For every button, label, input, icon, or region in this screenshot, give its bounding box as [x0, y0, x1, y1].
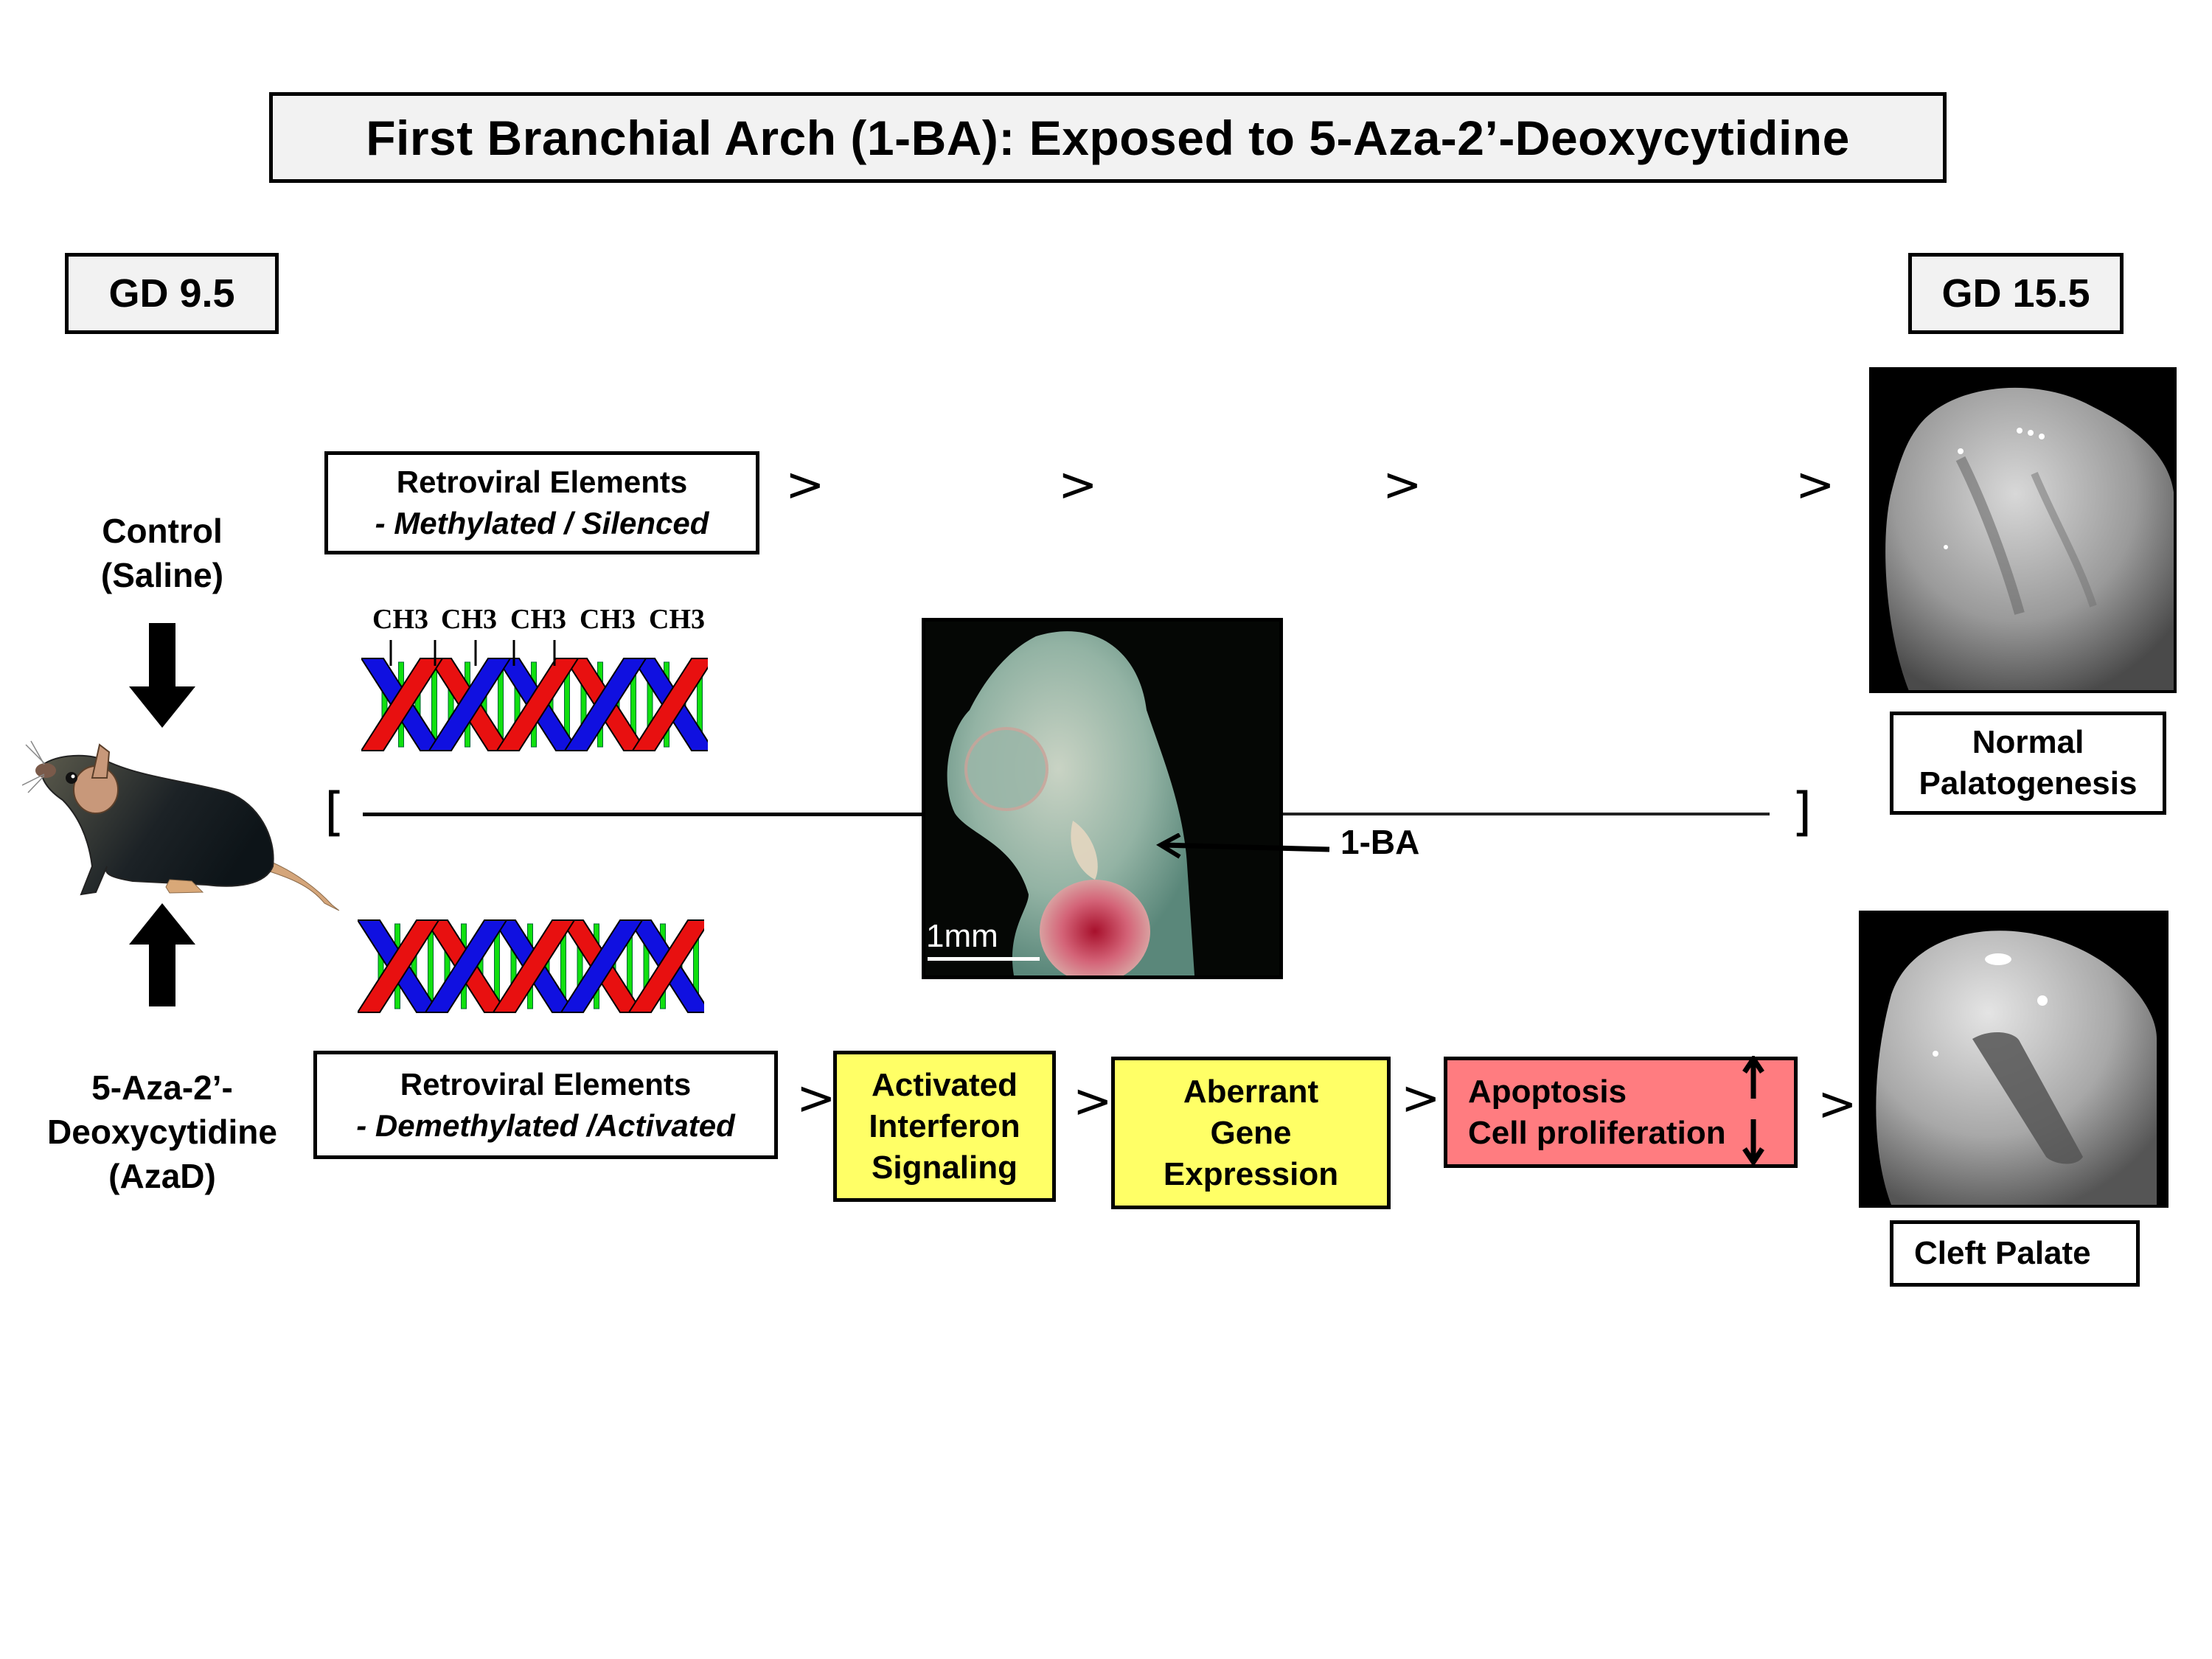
step-line: Interferon [869, 1107, 1020, 1144]
apoptosis-label: Apoptosis [1468, 1073, 1627, 1110]
cleft-outcome-label: Cleft Palate [1914, 1235, 2091, 1271]
aberrant-gene-expression-box: Aberrant Gene Expression [1111, 1057, 1391, 1209]
step-line: Aberrant [1183, 1073, 1319, 1110]
flow-arrow: > [1795, 458, 1835, 512]
flow-arrow: > [1058, 458, 1098, 512]
step-line: Expression [1163, 1155, 1339, 1192]
scale-bar-label: 1mm [926, 918, 998, 954]
first-branchial-arch-label: 1-BA [1340, 823, 1420, 861]
control-label-line2: (Saline) [100, 556, 224, 594]
step-line: Gene [1210, 1114, 1292, 1151]
dna-strand [631, 658, 708, 751]
cleft-palate-image [1876, 931, 2157, 1205]
flow-arrow: > [1382, 458, 1422, 512]
treated-group-label: 5-Aza-2’- Deoxycytidine (AzaD) [15, 1065, 310, 1198]
timeline-line [1283, 813, 1770, 815]
up-arrow-icon [129, 903, 195, 1006]
embryo-image [947, 631, 1194, 975]
retroviral-title: Retroviral Elements [400, 1066, 692, 1102]
retroviral-demethylated-box: Retroviral Elements - Demethylated /Acti… [313, 1051, 778, 1159]
step-line: Activated [871, 1066, 1018, 1103]
cleft-palate-photo [1859, 911, 2168, 1208]
timepoint-start: GD 9.5 [65, 253, 279, 334]
cleft-outcome-box: Cleft Palate [1890, 1220, 2140, 1287]
dna-strand [495, 658, 580, 751]
dna-strand [563, 658, 647, 751]
control-group-label: Control (Saline) [44, 509, 280, 597]
flow-arrow: > [1073, 1074, 1113, 1129]
dna-strand [361, 658, 444, 751]
right-bracket: ] [1792, 782, 1812, 842]
methyl-label: CH3 [580, 604, 636, 635]
left-bracket: [ [324, 782, 345, 842]
normal-outcome-box: Normal Palatogenesis [1890, 712, 2166, 815]
flow-arrow: > [1401, 1071, 1441, 1126]
dna-strand [424, 919, 508, 1013]
retroviral-methylated-box: Retroviral Elements - Methylated / Silen… [324, 451, 759, 554]
embryo-photo [922, 618, 1283, 979]
treated-label-line2: Deoxycytidine [47, 1113, 277, 1151]
timepoint-end: GD 15.5 [1908, 253, 2124, 334]
mouse-icon [22, 740, 340, 911]
methyl-label: CH3 [510, 604, 566, 635]
scale-bar [928, 957, 1040, 961]
dna-demethylated-icon [358, 919, 704, 1013]
retroviral-title: Retroviral Elements [396, 465, 688, 499]
dna-methylated-icon [361, 640, 708, 751]
interferon-signaling-box: Activated Interferon Signaling [833, 1051, 1056, 1202]
dna-strand [627, 919, 704, 1013]
treated-label-line3: (AzaD) [108, 1157, 216, 1195]
cell-proliferation-label: Cell proliferation [1468, 1114, 1726, 1151]
step-line: Signaling [872, 1149, 1018, 1186]
pointer-arrow-icon [1156, 833, 1330, 859]
timepoint-start-label: GD 9.5 [108, 271, 235, 316]
methyl-label: CH3 [372, 604, 428, 635]
timeline-line [363, 813, 923, 816]
increase-arrow-icon [1742, 1056, 1764, 1099]
apoptosis-proliferation-box: Apoptosis Cell proliferation [1444, 1056, 1798, 1168]
retroviral-status: - Demethylated /Activated [356, 1107, 735, 1143]
control-label-line1: Control [102, 512, 223, 550]
dna-strand [428, 658, 512, 751]
treated-label-line1: 5-Aza-2’- [91, 1068, 233, 1107]
timepoint-end-label: GD 15.5 [1941, 271, 2090, 316]
outcome-line2: Palatogenesis [1919, 765, 2138, 801]
methyl-label: CH3 [441, 604, 497, 635]
down-arrow-icon [129, 623, 195, 728]
flow-arrow: > [1818, 1077, 1857, 1132]
retroviral-status: - Methylated / Silenced [375, 506, 709, 540]
normal-palate-image [1885, 387, 2174, 690]
methyl-label: CH3 [649, 604, 705, 635]
flow-arrow: > [796, 1071, 836, 1126]
normal-palate-photo [1869, 367, 2177, 693]
decrease-arrow-icon [1742, 1119, 1764, 1166]
outcome-line1: Normal [1972, 724, 2084, 760]
dna-strand [560, 919, 644, 1013]
flow-arrow: > [785, 458, 825, 512]
dna-strand [358, 919, 440, 1013]
figure-title: First Branchial Arch (1-BA): Exposed to … [269, 92, 1947, 183]
figure-title-text: First Branchial Arch (1-BA): Exposed to … [366, 110, 1850, 165]
dna-strand [492, 919, 576, 1013]
